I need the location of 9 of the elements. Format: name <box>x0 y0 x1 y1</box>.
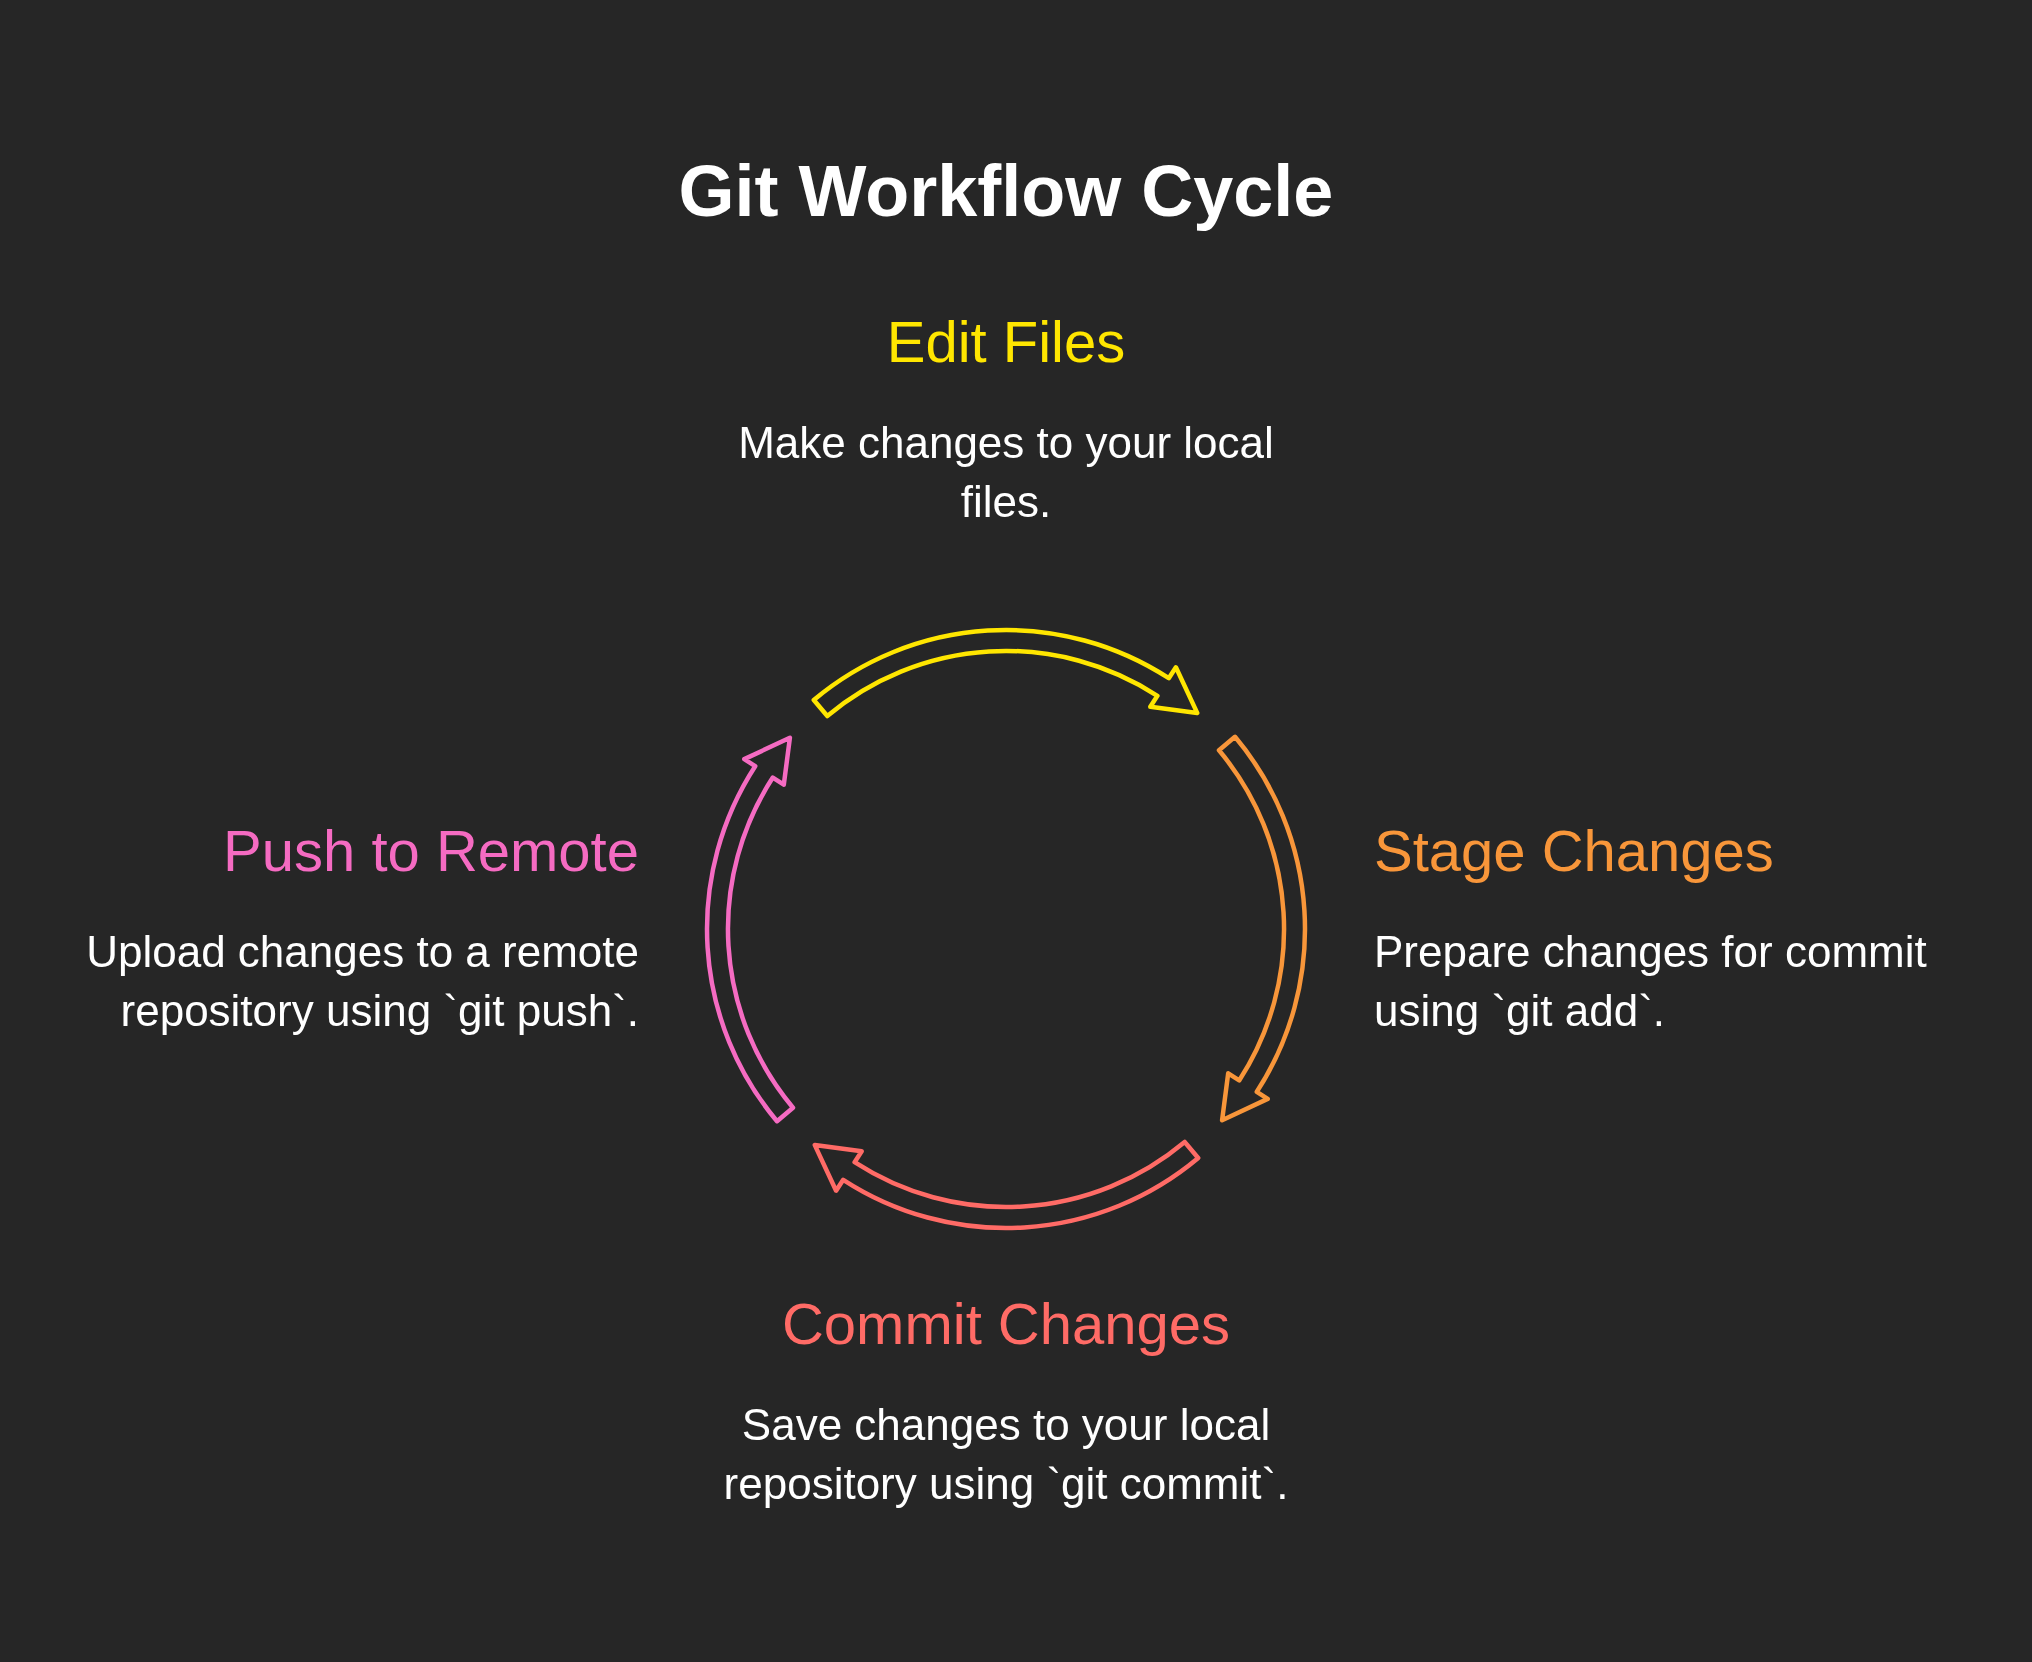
diagram-title: Git Workflow Cycle <box>678 150 1334 233</box>
step-heading: Push to Remote <box>223 817 639 885</box>
step-description: Make changes to your local files. <box>737 417 1275 528</box>
step-description: Save changes to your local repository using `git commit`. <box>722 1399 1290 1510</box>
step-heading: Stage Changes <box>1374 817 1774 885</box>
step-heading: Edit Files <box>886 308 1126 376</box>
step-description: Upload changes to a remote repository using `git push`. <box>85 926 639 1037</box>
step-description: Prepare changes for commit using `git add`. <box>1374 926 1928 1037</box>
step-heading: Commit Changes <box>781 1290 1231 1358</box>
